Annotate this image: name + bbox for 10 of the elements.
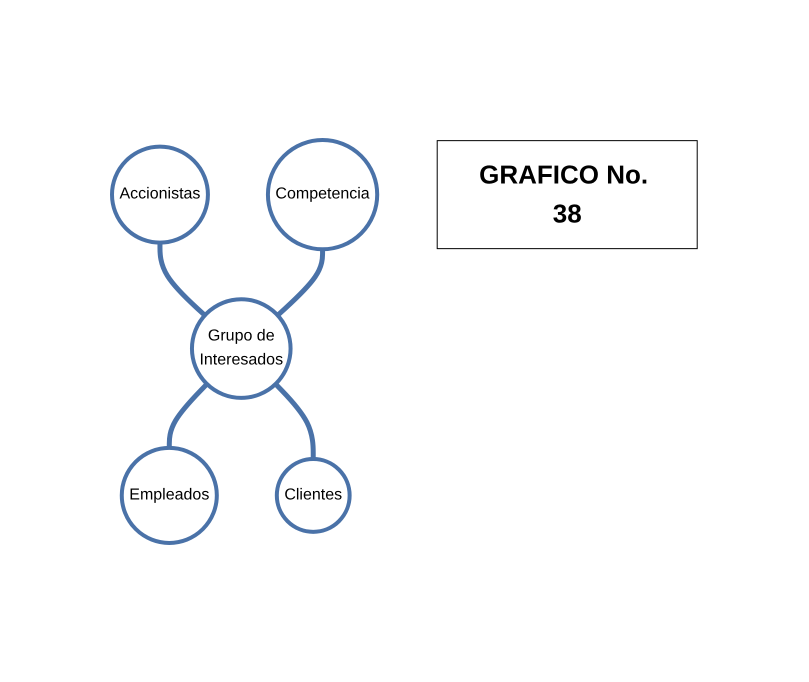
- node-circle: Accionistas: [110, 144, 210, 244]
- node-box: GRAFICO No. 38: [436, 140, 698, 249]
- connector: [276, 248, 325, 317]
- node-circle: Competencia: [266, 138, 380, 251]
- connector: [166, 382, 209, 448]
- node-circle: Grupo de Interesados: [190, 296, 292, 400]
- connector: [274, 382, 316, 459]
- node-circle: Empleados: [120, 445, 219, 544]
- connector: [157, 242, 206, 317]
- node-circle: Clientes: [274, 456, 352, 534]
